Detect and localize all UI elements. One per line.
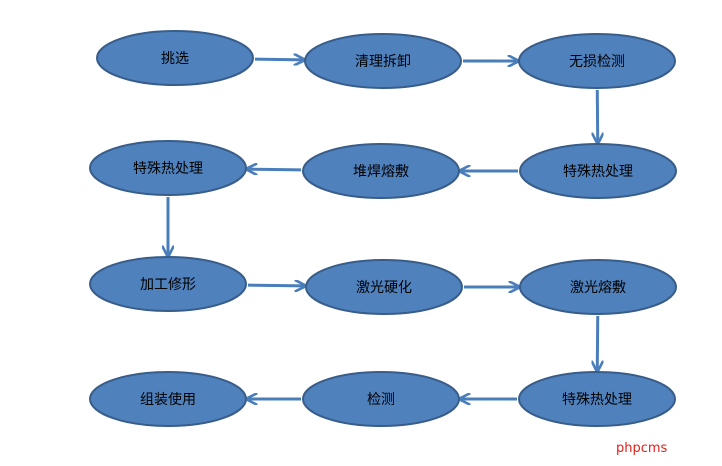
process-node-label: 挑选 (161, 51, 189, 67)
process-node-label: 激光硬化 (356, 279, 412, 296)
process-node-label: 检测 (367, 392, 395, 408)
process-node-label: 激光熔敷 (570, 279, 626, 296)
process-node-shape (302, 371, 460, 427)
process-node-shape (305, 259, 463, 315)
process-node-label: 组装使用 (140, 391, 196, 408)
flow-arrow (247, 285, 304, 286)
process-node: 激光熔敷 (519, 259, 677, 315)
flow-arrow (254, 59, 303, 60)
process-node-label: 加工修形 (140, 277, 196, 293)
process-node-label: 无损检测 (569, 54, 625, 70)
process-node-label: 特殊热处理 (563, 164, 633, 180)
process-node: 特殊热处理 (518, 371, 676, 427)
process-node-shape (89, 140, 247, 196)
process-node-label: 清理拆卸 (355, 54, 411, 70)
process-node: 检测 (302, 371, 460, 427)
process-node: 堆焊熔敷 (302, 143, 460, 199)
flow-arrow (248, 169, 302, 170)
process-node-shape (518, 371, 676, 427)
process-node-shape (518, 33, 676, 89)
process-node-shape (519, 143, 677, 199)
process-node: 激光硬化 (305, 259, 463, 315)
process-node-shape (519, 259, 677, 315)
process-node-shape (304, 33, 462, 89)
process-node: 组装使用 (89, 371, 247, 427)
process-node-shape (89, 256, 247, 312)
process-node: 特殊热处理 (519, 143, 677, 199)
process-node-label: 堆焊熔敷 (353, 164, 409, 180)
process-node-shape (89, 371, 247, 427)
process-node-label: 特殊热处理 (562, 392, 632, 408)
process-node: 挑选 (96, 30, 254, 86)
process-node: 无损检测 (518, 33, 676, 89)
process-node: 特殊热处理 (89, 140, 247, 196)
watermark-text: phpcms (616, 441, 668, 456)
process-node-shape (96, 30, 254, 86)
process-node-label: 特殊热处理 (133, 161, 203, 177)
process-node: 加工修形 (89, 256, 247, 312)
process-node: 清理拆卸 (304, 33, 462, 89)
process-node-shape (302, 143, 460, 199)
